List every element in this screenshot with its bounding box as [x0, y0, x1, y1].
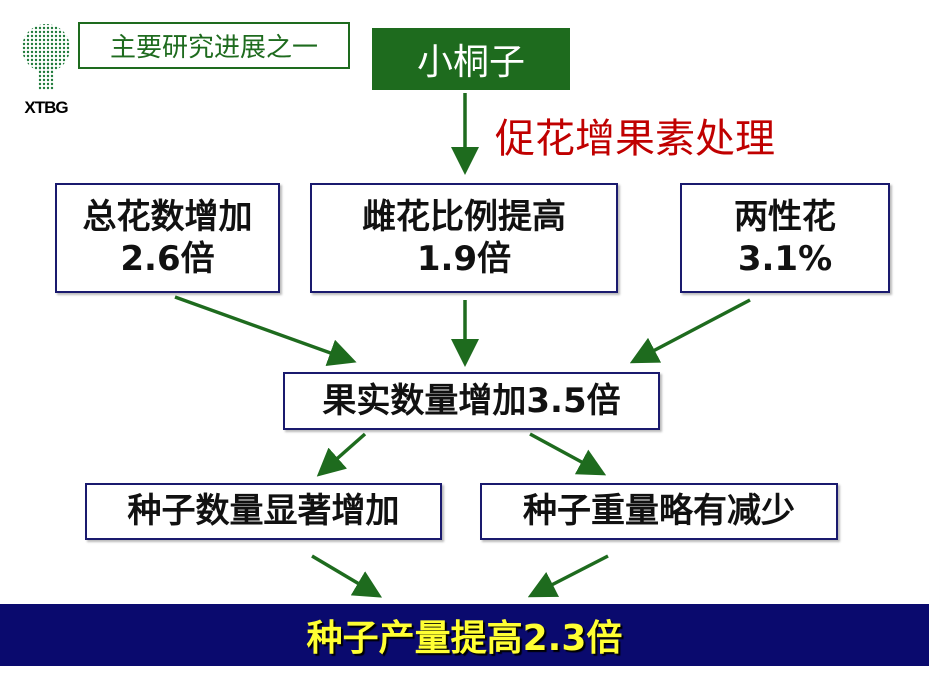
effect-value: 3.1%	[737, 239, 833, 279]
tree-logo-icon	[22, 24, 70, 90]
arrow-seedcount-result	[311, 554, 383, 598]
fruit-box: 果实数量增加3.5倍	[283, 372, 660, 430]
effect-title: 总花数增加	[82, 196, 253, 237]
result-text: 种子产量提高2.3倍	[306, 618, 623, 659]
effect-box-total-flowers: 总花数增加 2.6倍	[55, 183, 280, 293]
arrow-seedweight-result	[527, 554, 609, 598]
result-band: 种子产量提高2.3倍	[0, 604, 929, 666]
arrow-effect3-fruit	[629, 298, 751, 364]
seed-weight-box: 种子重量略有减少	[480, 483, 838, 540]
root-box: 小桐子	[372, 28, 570, 90]
arrow-effect1-fruit	[174, 295, 357, 367]
effect-title: 两性花	[734, 196, 836, 237]
root-label: 小桐子	[416, 42, 525, 83]
arrow-fruit-seedweight	[529, 432, 607, 476]
effect-title: 雌花比例提高	[362, 196, 566, 237]
section-title-text: 主要研究进展之一	[109, 33, 318, 63]
fruit-text: 果实数量增加3.5倍	[322, 380, 621, 421]
logo-text: XTBG	[24, 98, 68, 117]
section-title: 主要研究进展之一	[78, 22, 350, 69]
seed-weight-text: 种子重量略有减少	[523, 491, 795, 532]
seed-count-text: 种子数量显著增加	[127, 491, 400, 532]
effect-value: 1.9倍	[416, 239, 512, 279]
treatment-label: 促花增果素处理	[495, 116, 775, 162]
arrow-fruit-seedcount	[316, 432, 367, 477]
logo: XTBG	[14, 22, 78, 117]
effect-box-bisexual: 两性花 3.1%	[680, 183, 890, 293]
seed-count-box: 种子数量显著增加	[85, 483, 442, 540]
effect-value: 2.6倍	[120, 239, 215, 279]
effect-box-female-ratio: 雌花比例提高 1.9倍	[310, 183, 618, 293]
